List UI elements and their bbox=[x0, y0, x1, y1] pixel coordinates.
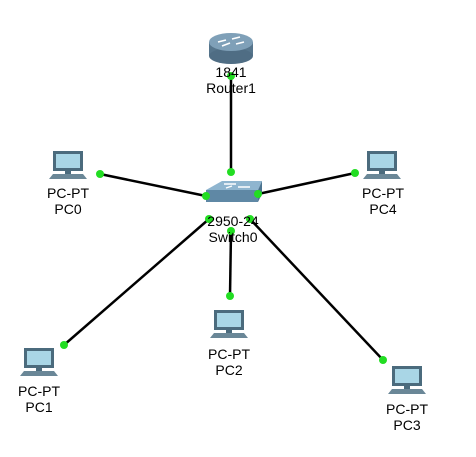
port-status-dot[interactable] bbox=[227, 227, 235, 235]
port-status-dot[interactable] bbox=[205, 215, 213, 223]
pc1-label: PC-PT PC1 bbox=[18, 383, 60, 415]
link-pc4-switch0[interactable] bbox=[257, 171, 356, 196]
pc0-label: PC-PT PC0 bbox=[47, 185, 89, 217]
port-status-dot[interactable] bbox=[246, 215, 254, 223]
port-status-dot[interactable] bbox=[60, 341, 68, 349]
pc4-model: PC-PT bbox=[362, 185, 404, 201]
switch0-label: 2950-24 Switch0 bbox=[207, 213, 258, 245]
pc1-model: PC-PT bbox=[18, 383, 60, 399]
port-status-dot[interactable] bbox=[379, 356, 387, 364]
pc0-device[interactable] bbox=[49, 151, 87, 179]
ports bbox=[60, 72, 387, 364]
link-pc1-switch0[interactable] bbox=[63, 218, 210, 346]
pc-icon bbox=[388, 366, 426, 394]
pc0-name: PC0 bbox=[54, 201, 82, 217]
pc3-name: PC3 bbox=[393, 417, 421, 433]
pc4-device[interactable] bbox=[363, 151, 401, 179]
router-icon bbox=[209, 33, 253, 64]
pc-icon bbox=[20, 348, 58, 376]
switch0-name: Switch0 bbox=[208, 229, 258, 245]
links bbox=[63, 76, 384, 361]
port-status-dot[interactable] bbox=[202, 192, 210, 200]
port-status-dot[interactable] bbox=[254, 190, 262, 198]
pc2-name: PC2 bbox=[215, 362, 243, 378]
pc2-label: PC-PT PC2 bbox=[208, 346, 250, 378]
link-pc0-switch0[interactable] bbox=[99, 172, 207, 198]
router1-label: 1841 Router1 bbox=[206, 64, 256, 96]
port-status-dot[interactable] bbox=[96, 170, 104, 178]
pc4-label: PC-PT PC4 bbox=[362, 185, 404, 217]
pc-icon bbox=[210, 310, 248, 338]
port-status-dot[interactable] bbox=[227, 168, 235, 176]
pc3-model: PC-PT bbox=[386, 401, 428, 417]
switch0-device[interactable] bbox=[206, 181, 262, 202]
pc4-name: PC4 bbox=[369, 201, 397, 217]
port-status-dot[interactable] bbox=[226, 292, 234, 300]
router1-name: Router1 bbox=[206, 80, 256, 96]
port-status-dot[interactable] bbox=[351, 169, 359, 177]
pc0-model: PC-PT bbox=[47, 185, 89, 201]
router1-model: 1841 bbox=[215, 64, 247, 80]
link-pc2-switch0[interactable] bbox=[228, 230, 233, 297]
pc-icon bbox=[49, 151, 87, 179]
pc-icon bbox=[363, 151, 401, 179]
pc3-label: PC-PT PC3 bbox=[386, 401, 428, 433]
router1-device[interactable] bbox=[209, 33, 253, 64]
pc2-device[interactable] bbox=[210, 310, 248, 338]
pc1-device[interactable] bbox=[20, 348, 58, 376]
link-pc3-switch0[interactable] bbox=[249, 218, 384, 361]
pc3-device[interactable] bbox=[388, 366, 426, 394]
port-status-dot[interactable] bbox=[227, 72, 235, 80]
pc2-model: PC-PT bbox=[208, 346, 250, 362]
pc1-name: PC1 bbox=[25, 399, 53, 415]
switch-icon bbox=[206, 181, 262, 202]
switch0-model: 2950-24 bbox=[207, 213, 259, 229]
